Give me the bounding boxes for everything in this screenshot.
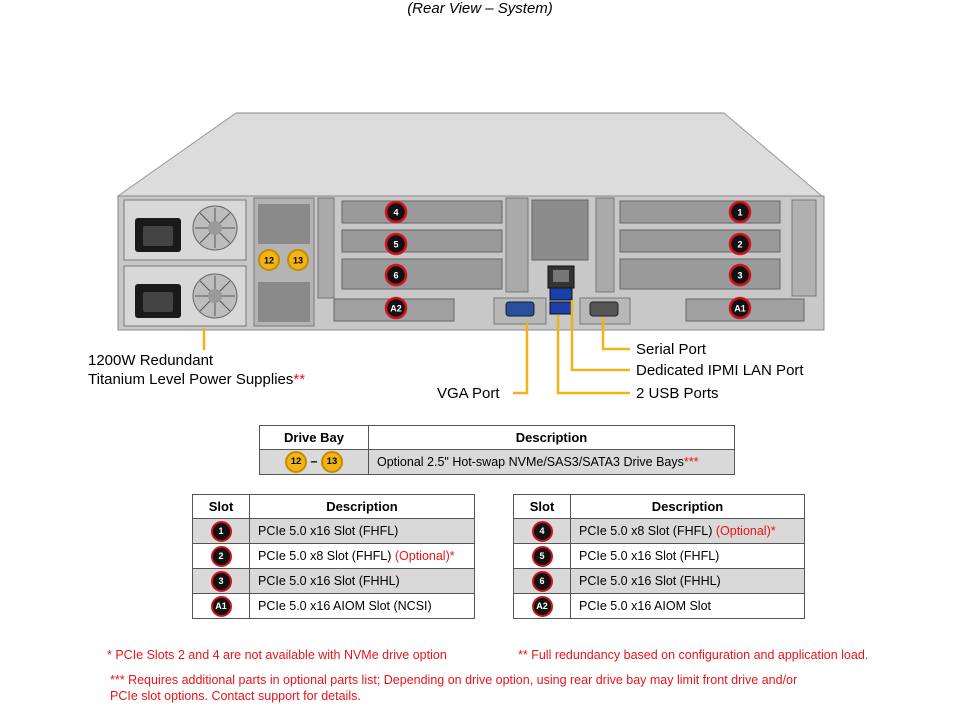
chassis-top-cover <box>116 112 824 197</box>
slot-header: Slot <box>192 494 250 519</box>
svg-text:13: 13 <box>293 256 303 266</box>
drive-bay-12-badge: 12 <box>285 451 308 473</box>
slot-badge: 3 <box>210 570 232 592</box>
description-header: Description <box>249 494 475 519</box>
marker-slot-a1: A1 <box>728 296 752 320</box>
marker-slot-4: 4 <box>384 200 408 224</box>
serial-port-label: Serial Port <box>636 341 707 358</box>
drive-bay-table: Drive Bay Description 12 – 13 Optional 2… <box>259 425 735 475</box>
svg-text:1: 1 <box>737 208 742 218</box>
marker-slot-1: 1 <box>728 200 752 224</box>
drive-bay-separator: – <box>310 454 318 469</box>
slot-badge: A1 <box>210 595 232 617</box>
table-row: 12 – 13 Optional 2.5" Hot-swap NVMe/SAS3… <box>259 449 735 475</box>
marker-slot-a2: A2 <box>384 296 408 320</box>
footnote-2: ** Full redundancy based on configuratio… <box>518 648 869 662</box>
slot-badge: 6 <box>531 570 553 592</box>
slot-badge: 4 <box>531 520 553 542</box>
view-caption: (Rear View – System) <box>407 0 553 17</box>
svg-text:A2: A2 <box>390 304 402 314</box>
svg-text:6: 6 <box>393 271 398 281</box>
marker-slot-5: 5 <box>384 232 408 256</box>
slot-badge: 1 <box>210 520 232 542</box>
marker-slot-6: 6 <box>384 263 408 287</box>
svg-text:A1: A1 <box>734 304 746 314</box>
slot-header: Slot <box>513 494 571 519</box>
svg-text:4: 4 <box>393 208 398 218</box>
description-header: Description <box>570 494 805 519</box>
usb-ports-label: 2 USB Ports <box>636 385 719 402</box>
drive-bay-header: Drive Bay <box>259 425 369 450</box>
drive-bay-note-mark: *** <box>683 455 699 469</box>
svg-text:2: 2 <box>737 240 742 250</box>
power-supply-1 <box>123 199 247 261</box>
callout-lines <box>202 300 630 395</box>
slot-badge: 5 <box>531 545 553 567</box>
slot-badge: A2 <box>531 595 553 617</box>
usb-port-1 <box>549 287 573 301</box>
serial-port <box>589 301 619 317</box>
vga-port-label: VGA Port <box>437 385 500 402</box>
footnote-3-line1: *** Requires additional parts in optiona… <box>110 673 798 687</box>
slot-badge: 2 <box>210 545 232 567</box>
drive-bay-description: Optional 2.5" Hot-swap NVMe/SAS3/SATA3 D… <box>368 449 735 475</box>
ipmi-port-label: Dedicated IPMI LAN Port <box>636 362 804 379</box>
power-supply-2 <box>123 265 247 327</box>
marker-bay-13: 13 <box>287 249 309 271</box>
svg-text:3: 3 <box>737 271 742 281</box>
vga-port <box>505 301 535 317</box>
usb-port-2 <box>549 301 573 315</box>
drive-bay-range: 12 – 13 <box>259 449 369 475</box>
center-io-panel <box>493 197 631 325</box>
psu-label-line1: 1200W Redundant <box>88 352 214 369</box>
svg-text:5: 5 <box>393 240 398 250</box>
pcie-group-left <box>317 197 503 322</box>
psu-label-mark: ** <box>293 371 306 388</box>
footnote-1: * PCIe Slots 2 and 4 are not available w… <box>107 648 447 662</box>
marker-bay-12: 12 <box>258 249 280 271</box>
drive-bay-13-badge: 13 <box>320 451 343 473</box>
marker-slot-2: 2 <box>728 232 752 256</box>
marker-slot-3: 3 <box>728 263 752 287</box>
svg-text:12: 12 <box>264 256 274 266</box>
drive-desc-header: Description <box>368 425 735 450</box>
psu-label-line2: Titanium Level Power Supplies** <box>88 371 306 388</box>
footnote-3-line2: PCIe slot options. Contact support for d… <box>110 689 361 703</box>
server-rear-illustration: 4 5 6 A2 1 2 3 A1 12 13 <box>116 112 825 395</box>
